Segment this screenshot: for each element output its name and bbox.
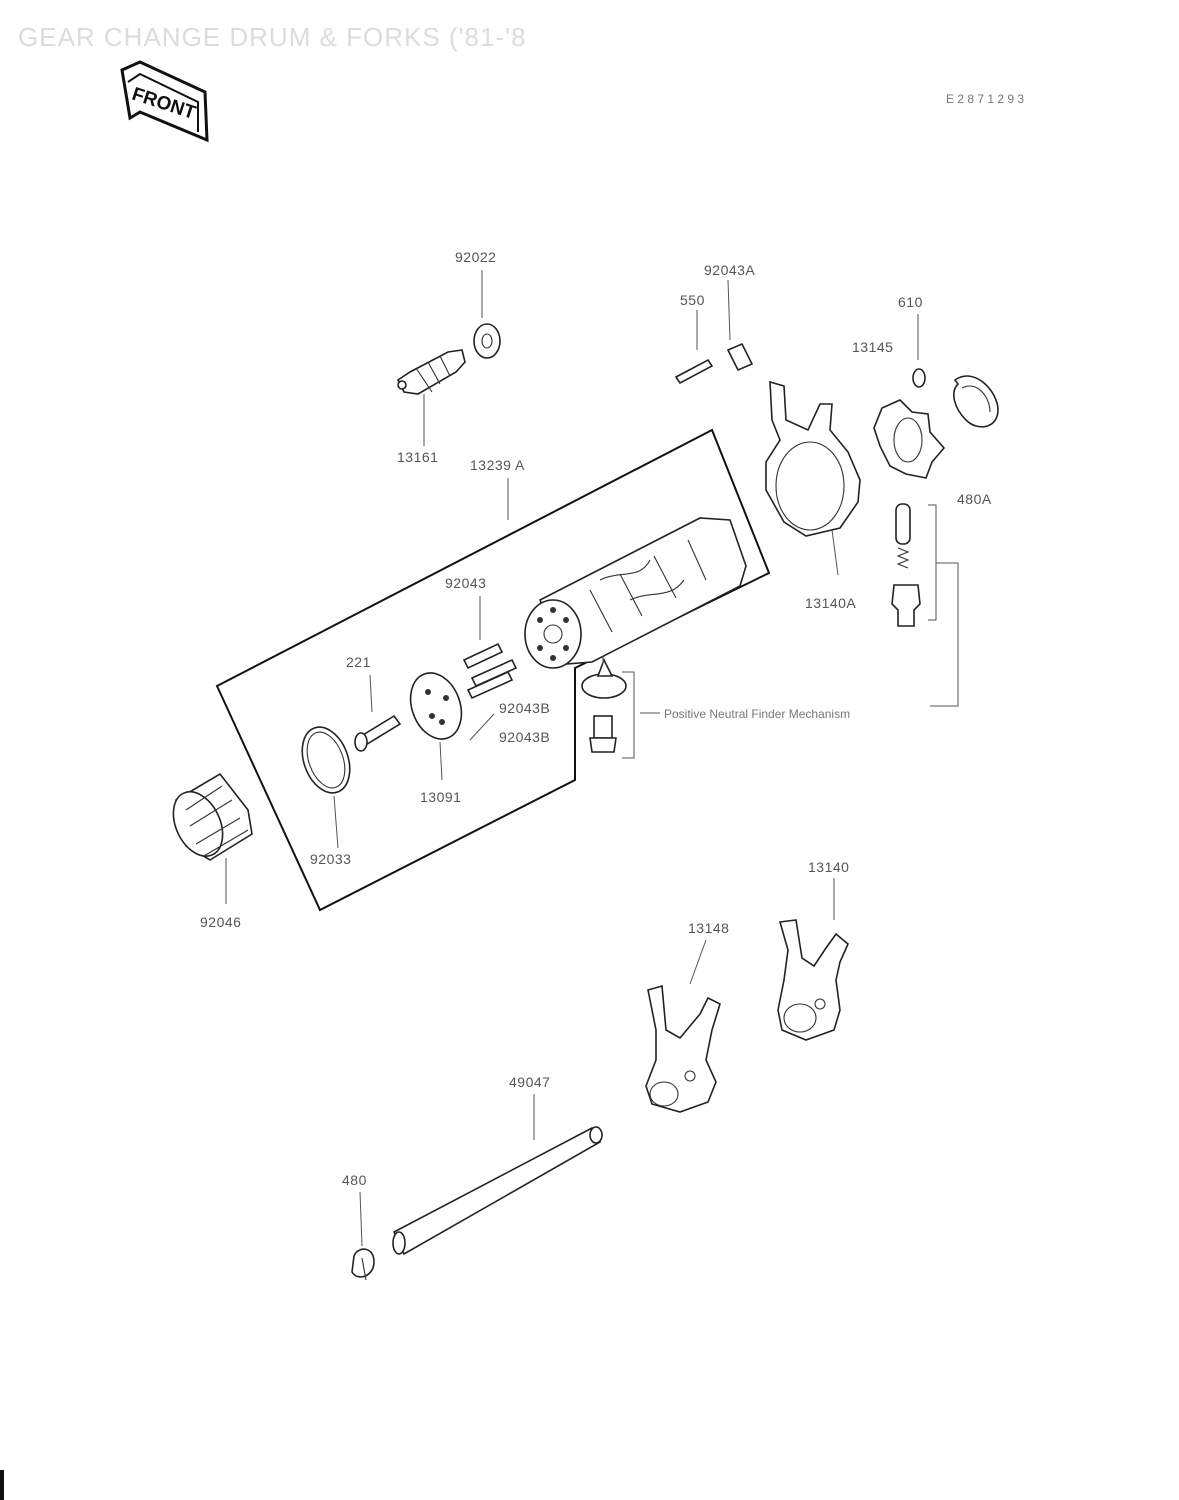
label-92043A: 92043A (704, 262, 755, 278)
part-13161 (396, 349, 466, 395)
part-neutral-finder-spring (891, 503, 921, 627)
part-480A (953, 375, 999, 428)
part-neutral-finder-cap (581, 658, 627, 699)
label-550: 550 (680, 292, 705, 308)
scan-edge-mark (0, 1470, 4, 1500)
label-92022: 92022 (455, 249, 496, 265)
diagram-title: GEAR CHANGE DRUM & FORKS ('81-'8 (18, 22, 527, 52)
part-92043A (726, 342, 754, 372)
part-550 (674, 358, 714, 385)
label-13239A: 13239 A (470, 457, 525, 473)
part-610 (912, 368, 926, 388)
part-13239A-drum (524, 517, 747, 669)
label-610: 610 (898, 294, 923, 310)
part-480-clip (351, 1248, 375, 1281)
label-92043B-1: 92043B (499, 700, 550, 716)
part-221-screw (354, 714, 402, 752)
label-13091: 13091 (420, 789, 461, 805)
label-49047: 49047 (509, 1074, 550, 1090)
part-92043-pins (462, 642, 518, 700)
part-neutral-finder-bolt (589, 715, 617, 753)
ref-code: E 2 8 7 1 2 9 3 (946, 92, 1024, 106)
part-92033-ring (301, 726, 351, 794)
drum-assembly-frame (215, 428, 771, 912)
label-92033: 92033 (310, 851, 351, 867)
label-221: 221 (346, 654, 371, 670)
part-92022 (473, 323, 501, 359)
part-13148-fork (645, 984, 721, 1113)
label-92043B-2: 92043B (499, 729, 550, 745)
part-92046-bearing (172, 772, 253, 861)
label-92046: 92046 (200, 914, 241, 930)
part-13091-plate (409, 672, 463, 740)
part-49047-shaft (392, 1126, 603, 1256)
label-13145: 13145 (852, 339, 893, 355)
label-13148: 13148 (688, 920, 729, 936)
label-480: 480 (342, 1172, 367, 1188)
label-13140A: 13140A (805, 595, 856, 611)
front-arrow-icon: FRONT (120, 60, 209, 143)
label-480A: 480A (957, 491, 992, 507)
part-13145 (873, 399, 946, 479)
label-13161: 13161 (397, 449, 438, 465)
part-13140-fork (777, 919, 849, 1041)
label-13140: 13140 (808, 859, 849, 875)
part-13140A-fork (765, 380, 861, 537)
note-neutral-finder: Positive Neutral Finder Mechanism (664, 707, 850, 721)
label-92043: 92043 (445, 575, 486, 591)
